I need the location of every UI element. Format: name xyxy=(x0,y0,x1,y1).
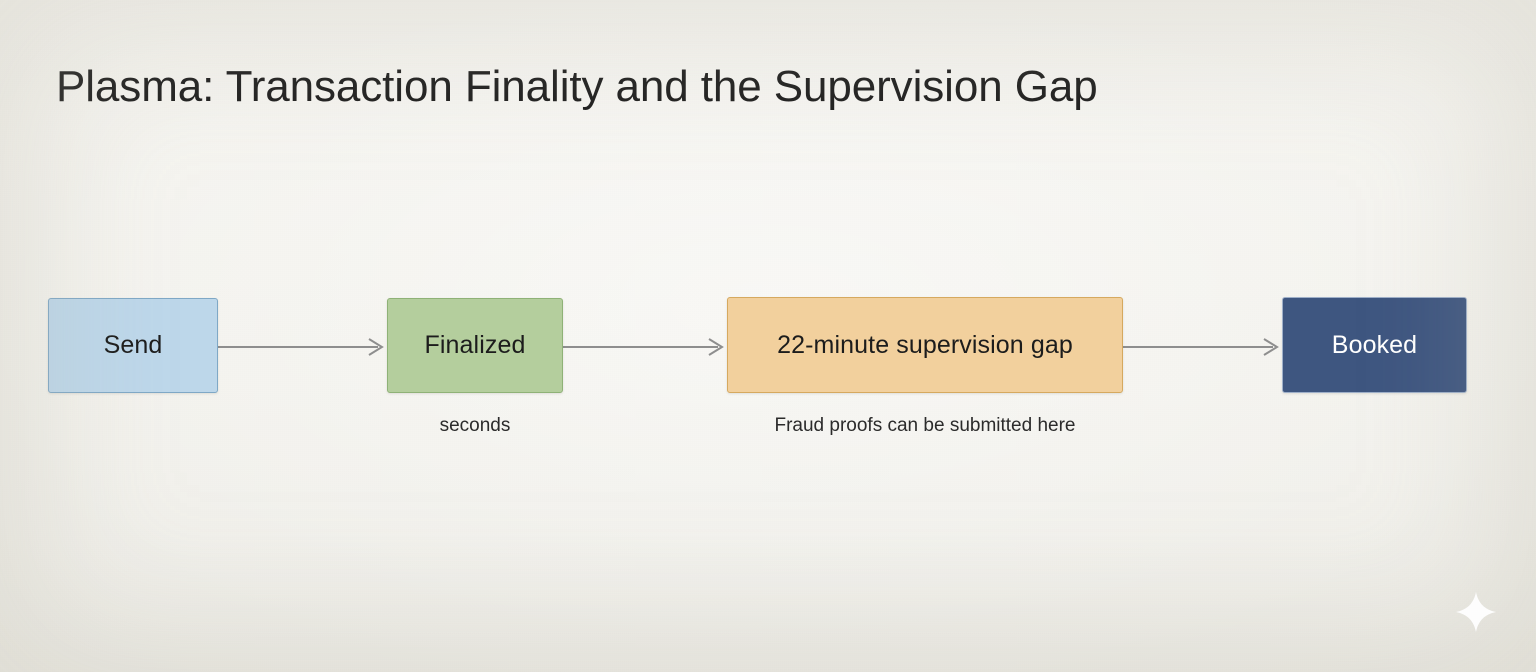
flow-node-supervision-gap[interactable]: 22-minute supervision gap xyxy=(727,297,1123,393)
sparkle-icon xyxy=(1456,592,1496,632)
connector-finalized-to-gap xyxy=(563,335,727,359)
flow-node-booked[interactable]: Booked xyxy=(1282,297,1467,393)
page-title: Plasma: Transaction Finality and the Sup… xyxy=(56,62,1098,112)
flow-node-send-label: Send xyxy=(103,331,163,359)
flow-node-send[interactable]: Send xyxy=(48,298,218,393)
flow-node-supervision-gap-label: 22-minute supervision gap xyxy=(777,330,1073,359)
caption-supervision-gap: Fraud proofs can be submitted here xyxy=(774,415,1076,436)
flow-node-booked-label: Booked xyxy=(1331,330,1418,359)
flow-node-finalized[interactable]: Finalized xyxy=(387,298,563,393)
flow-node-finalized-label: Finalized xyxy=(424,331,526,359)
connector-gap-to-booked xyxy=(1123,335,1282,359)
connector-send-to-finalized xyxy=(218,335,387,359)
caption-finalized: seconds xyxy=(439,415,511,436)
